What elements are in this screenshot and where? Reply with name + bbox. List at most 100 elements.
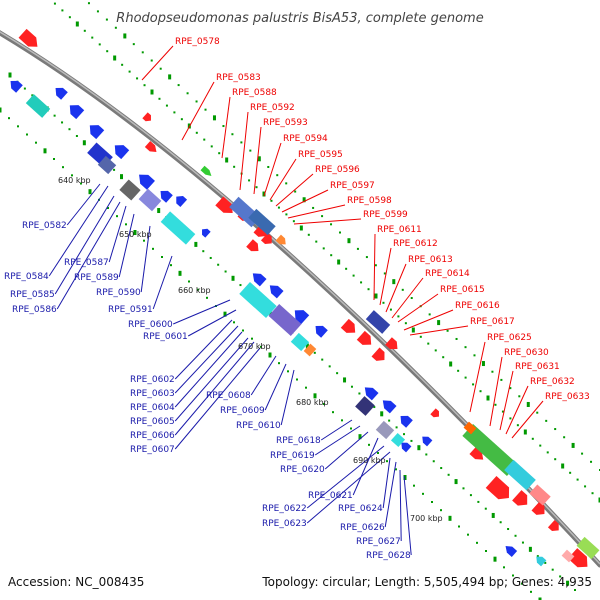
label-leader-line — [174, 325, 239, 394]
tick-mark — [454, 479, 458, 485]
tick-mark — [178, 270, 182, 276]
gene-label-reverse: RPE_0628 — [366, 551, 411, 561]
tick-mark — [516, 424, 519, 427]
tick-mark — [446, 329, 449, 332]
tick-mark — [356, 247, 359, 250]
gene-label-forward: RPE_0598 — [347, 196, 392, 206]
tick-mark — [576, 478, 579, 481]
label-leader-line — [174, 319, 233, 380]
tick-mark — [499, 521, 502, 524]
tick-mark — [231, 275, 235, 281]
tick-mark — [388, 419, 391, 422]
gene-label-reverse: RPE_0590 — [96, 288, 141, 298]
gene-label-reverse: RPE_0608 — [206, 391, 251, 401]
reverse-gene-arrow — [69, 105, 85, 120]
tick-mark — [447, 473, 450, 476]
genome-backbone-highlight — [0, 31, 600, 565]
tick-mark — [404, 322, 407, 325]
tick-mark — [491, 512, 495, 518]
tick-mark — [330, 254, 333, 257]
gene-block — [97, 155, 117, 175]
label-leader-line — [269, 158, 297, 201]
tick-mark — [114, 26, 117, 29]
label-leader-line — [293, 218, 362, 225]
gene-block — [504, 459, 536, 491]
tick-mark — [518, 395, 521, 398]
reverse-gene-arrow — [139, 174, 155, 190]
tick-mark — [242, 329, 244, 332]
tick-mark — [485, 550, 487, 552]
tick-mark — [128, 70, 131, 73]
tick-mark — [194, 241, 198, 247]
label-leader-line — [505, 385, 529, 435]
tick-mark — [464, 346, 467, 349]
tick-mark — [302, 197, 306, 203]
gene-block — [290, 332, 310, 352]
tick-mark — [287, 370, 289, 373]
accession-text: Accession: NC_008435 — [8, 575, 144, 589]
forward-gene-arrow — [18, 28, 38, 47]
tick-mark — [133, 230, 137, 235]
tick-mark — [165, 104, 168, 107]
tick-mark — [551, 568, 554, 571]
forward-gene-arrow — [567, 548, 588, 568]
label-leader-line — [174, 337, 249, 422]
tick-mark — [347, 238, 351, 244]
label-leader-line — [391, 277, 424, 319]
forward-gene-arrow — [275, 234, 286, 245]
gene-label-forward: RPE_0599 — [363, 210, 408, 220]
tick-mark — [493, 556, 497, 562]
tick-mark — [31, 94, 34, 97]
tick-mark — [437, 320, 441, 326]
tick-mark — [536, 411, 539, 414]
tick-mark — [257, 156, 261, 162]
tick-mark — [411, 327, 415, 333]
tick-mark — [223, 311, 227, 317]
tick-mark — [75, 134, 78, 137]
gene-label-reverse: RPE_0584 — [4, 272, 49, 282]
tick-mark — [294, 190, 297, 193]
gene-label-reverse: RPE_0622 — [262, 504, 307, 514]
gene-block — [248, 208, 276, 236]
reverse-gene-arrow — [114, 145, 130, 160]
label-leader-line — [489, 356, 503, 427]
tick-mark — [107, 207, 109, 209]
tick-mark — [195, 131, 198, 134]
tick-mark — [53, 2, 56, 5]
tick-mark — [82, 140, 86, 146]
tick-mark — [312, 206, 315, 209]
gene-label-reverse: RPE_0627 — [356, 537, 401, 547]
tick-mark — [23, 87, 26, 90]
label-leader-line — [118, 213, 135, 278]
gene-label-forward: RPE_0594 — [283, 134, 328, 144]
tick-mark — [0, 107, 2, 113]
tick-mark — [425, 453, 428, 456]
gene-label-forward: RPE_0625 — [487, 333, 532, 343]
tick-mark — [8, 117, 10, 120]
label-leader-line — [263, 142, 282, 197]
kbp-label: 670 kbp — [238, 342, 271, 351]
tick-mark — [296, 378, 298, 381]
tick-mark — [431, 501, 433, 503]
tick-mark — [339, 231, 341, 234]
label-leader-line — [187, 309, 237, 337]
tick-mark — [285, 182, 288, 185]
gene-label-forward: RPE_0616 — [455, 301, 500, 311]
gene-label-forward: RPE_0613 — [408, 255, 453, 265]
tick-mark — [374, 264, 377, 267]
tick-mark — [458, 525, 460, 528]
gene-label-reverse: RPE_0618 — [276, 436, 321, 446]
label-leader-line — [379, 247, 392, 306]
tick-mark — [292, 220, 295, 223]
tick-mark — [469, 494, 472, 497]
tick-mark — [341, 419, 343, 422]
tick-mark — [323, 403, 325, 405]
tick-mark — [260, 345, 262, 348]
gene-label-reverse: RPE_0620 — [280, 465, 325, 475]
gene-label-reverse: RPE_0586 — [12, 305, 57, 315]
tick-mark — [571, 442, 575, 448]
tick-mark — [563, 436, 566, 439]
tick-mark — [212, 115, 216, 121]
forward-gene-arrow — [215, 196, 233, 214]
tick-mark — [476, 541, 478, 544]
